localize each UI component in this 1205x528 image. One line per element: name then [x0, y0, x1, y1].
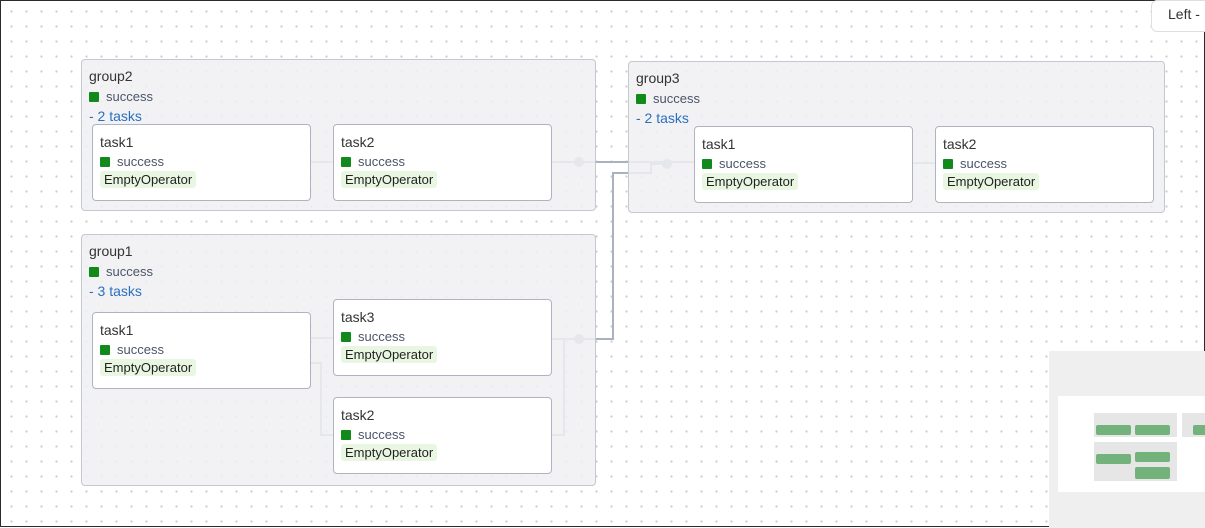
group-collapse-toggle[interactable]: - 2 tasks — [636, 110, 689, 126]
minimap[interactable] — [1049, 351, 1205, 528]
task-status-label: success — [358, 154, 405, 169]
task-status-label: success — [117, 154, 164, 169]
minimap-viewport — [1058, 396, 1205, 492]
success-status-icon — [100, 156, 110, 167]
group-title: group2 — [89, 68, 133, 84]
group-status-label: success — [106, 89, 153, 104]
layout-direction-button[interactable]: Left - — [1151, 0, 1205, 32]
task-name: task2 — [341, 407, 375, 423]
minimap-node — [1135, 425, 1170, 435]
minimap-node — [1135, 467, 1170, 479]
task-node-group1-task2[interactable]: task2 success EmptyOperator — [333, 397, 552, 474]
task-status-label: success — [358, 329, 405, 344]
success-status-icon — [636, 93, 646, 104]
task-name: task1 — [100, 134, 134, 150]
task-node-group2-task1[interactable]: task1 success EmptyOperator — [92, 124, 311, 201]
group-title: group3 — [636, 70, 680, 86]
minimap-node — [1193, 425, 1205, 435]
group-status: success — [89, 264, 153, 279]
task-status-label: success — [960, 156, 1007, 171]
minimap-node — [1135, 452, 1170, 462]
task-status: success — [702, 156, 766, 171]
minimap-node — [1096, 425, 1131, 435]
task-node-group1-task1[interactable]: task1 success EmptyOperator — [92, 312, 311, 389]
operator-badge: EmptyOperator — [702, 173, 799, 190]
task-name: task1 — [100, 322, 134, 338]
task-name: task1 — [702, 136, 736, 152]
operator-badge: EmptyOperator — [341, 346, 438, 363]
operator-badge: EmptyOperator — [341, 444, 438, 461]
success-status-icon — [89, 91, 99, 102]
success-status-icon — [100, 344, 110, 355]
success-status-icon — [341, 429, 351, 440]
minimap-node — [1096, 454, 1131, 464]
group-collapse-toggle[interactable]: - 2 tasks — [89, 108, 142, 124]
task-status-label: success — [117, 342, 164, 357]
operator-badge: EmptyOperator — [341, 171, 438, 188]
success-status-icon — [341, 331, 351, 342]
success-status-icon — [89, 266, 99, 277]
task-name: task2 — [943, 136, 977, 152]
task-status: success — [341, 329, 405, 344]
group-collapse-toggle[interactable]: - 3 tasks — [89, 283, 142, 299]
group-status-label: success — [653, 91, 700, 106]
success-status-icon — [702, 158, 712, 169]
task-status: success — [943, 156, 1007, 171]
operator-badge: EmptyOperator — [943, 173, 1040, 190]
task-name: task3 — [341, 309, 375, 325]
group-status: success — [89, 89, 153, 104]
task-status: success — [100, 342, 164, 357]
operator-badge: EmptyOperator — [100, 171, 197, 188]
success-status-icon — [943, 158, 953, 169]
task-status-label: success — [358, 427, 405, 442]
task-status: success — [341, 427, 405, 442]
task-status: success — [341, 154, 405, 169]
task-node-group3-task1[interactable]: task1 success EmptyOperator — [694, 126, 913, 203]
task-status: success — [100, 154, 164, 169]
group-status-label: success — [106, 264, 153, 279]
group-title: group1 — [89, 243, 133, 259]
task-node-group2-task2[interactable]: task2 success EmptyOperator — [333, 124, 552, 201]
operator-badge: EmptyOperator — [100, 359, 197, 376]
task-name: task2 — [341, 134, 375, 150]
task-node-group3-task2[interactable]: task2 success EmptyOperator — [935, 126, 1154, 203]
success-status-icon — [341, 156, 351, 167]
group-status: success — [636, 91, 700, 106]
task-status-label: success — [719, 156, 766, 171]
task-node-group1-task3[interactable]: task3 success EmptyOperator — [333, 299, 552, 376]
